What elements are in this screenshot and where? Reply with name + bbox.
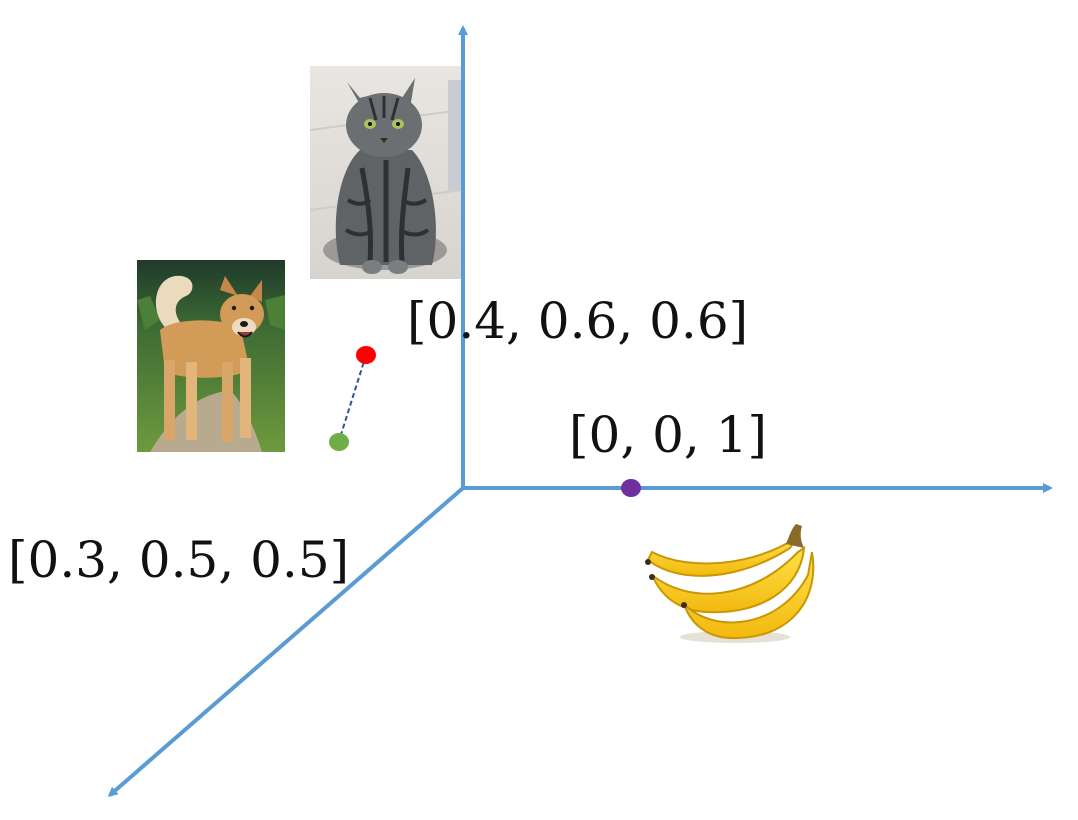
banana-vector-label: [0, 0, 1] — [569, 406, 767, 464]
dog-point — [329, 433, 349, 451]
cat-vector-label: [0.4, 0.6, 0.6] — [407, 292, 748, 350]
depth-axis — [107, 486, 465, 797]
cat-point — [356, 346, 376, 364]
points — [329, 346, 641, 497]
banana-image — [645, 524, 815, 643]
cat-image — [310, 66, 462, 279]
cat-dog-connector — [338, 354, 367, 442]
banana-point — [621, 479, 641, 497]
dog-image — [137, 260, 285, 452]
dog-vector-label: [0.3, 0.5, 0.5] — [8, 531, 349, 589]
axes — [107, 25, 1053, 797]
